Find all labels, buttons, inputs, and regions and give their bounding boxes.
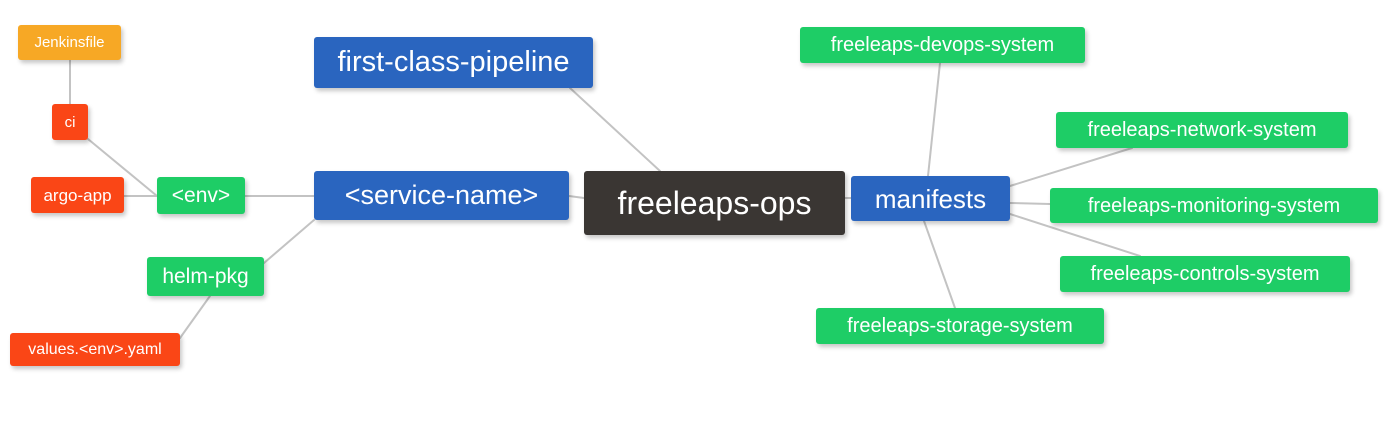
edge-values-yaml-to-helm-pkg [179, 295, 211, 339]
node-freeleaps-network-system[interactable]: freeleaps-network-system [1056, 112, 1348, 148]
node-label-freeleaps-ops: freeleaps-ops [617, 185, 812, 221]
node-label-ci: ci [64, 113, 76, 131]
node-label-jenkinsfile: Jenkinsfile [34, 34, 105, 51]
node-label-values-yaml: values.<env>.yaml [28, 340, 162, 358]
node-env[interactable]: <env> [157, 177, 245, 214]
node-ci[interactable]: ci [52, 104, 88, 140]
node-manifests[interactable]: manifests [851, 176, 1010, 221]
node-label-argo-app: argo-app [43, 185, 112, 205]
edge-first-class-pipeline-to-freeleaps-ops [569, 87, 661, 172]
node-freeleaps-devops-system[interactable]: freeleaps-devops-system [800, 27, 1085, 63]
node-label-freeleaps-controls-system: freeleaps-controls-system [1090, 263, 1320, 285]
node-label-freeleaps-monitoring-system: freeleaps-monitoring-system [1087, 194, 1341, 217]
node-freeleaps-ops[interactable]: freeleaps-ops [584, 171, 845, 235]
node-label-freeleaps-network-system: freeleaps-network-system [1087, 119, 1317, 141]
node-values-yaml[interactable]: values.<env>.yaml [10, 333, 180, 366]
edge-service-name-to-freeleaps-ops [568, 195, 585, 199]
node-freeleaps-monitoring-system[interactable]: freeleaps-monitoring-system [1050, 188, 1378, 223]
node-label-manifests: manifests [874, 183, 987, 214]
node-label-freeleaps-devops-system: freeleaps-devops-system [830, 34, 1055, 56]
edge-manifests-to-freeleaps-devops-system [927, 62, 941, 177]
node-argo-app[interactable]: argo-app [31, 177, 124, 213]
node-label-freeleaps-storage-system: freeleaps-storage-system [847, 315, 1073, 337]
edge-manifests-to-freeleaps-storage-system [923, 220, 956, 309]
node-label-service-name: <service-name> [344, 180, 539, 210]
node-jenkinsfile[interactable]: Jenkinsfile [18, 25, 121, 60]
node-service-name[interactable]: <service-name> [314, 171, 569, 220]
edge-manifests-to-freeleaps-monitoring-system [1009, 202, 1051, 205]
node-label-helm-pkg: helm-pkg [162, 265, 249, 288]
node-label-first-class-pipeline: first-class-pipeline [337, 46, 570, 78]
edge-manifests-to-freeleaps-network-system [1009, 147, 1133, 187]
edge-helm-pkg-to-service-name [263, 219, 315, 264]
node-freeleaps-controls-system[interactable]: freeleaps-controls-system [1060, 256, 1350, 292]
node-helm-pkg[interactable]: helm-pkg [147, 257, 264, 296]
node-freeleaps-storage-system[interactable]: freeleaps-storage-system [816, 308, 1104, 344]
node-label-env: <env> [171, 184, 231, 207]
node-first-class-pipeline[interactable]: first-class-pipeline [314, 37, 593, 88]
